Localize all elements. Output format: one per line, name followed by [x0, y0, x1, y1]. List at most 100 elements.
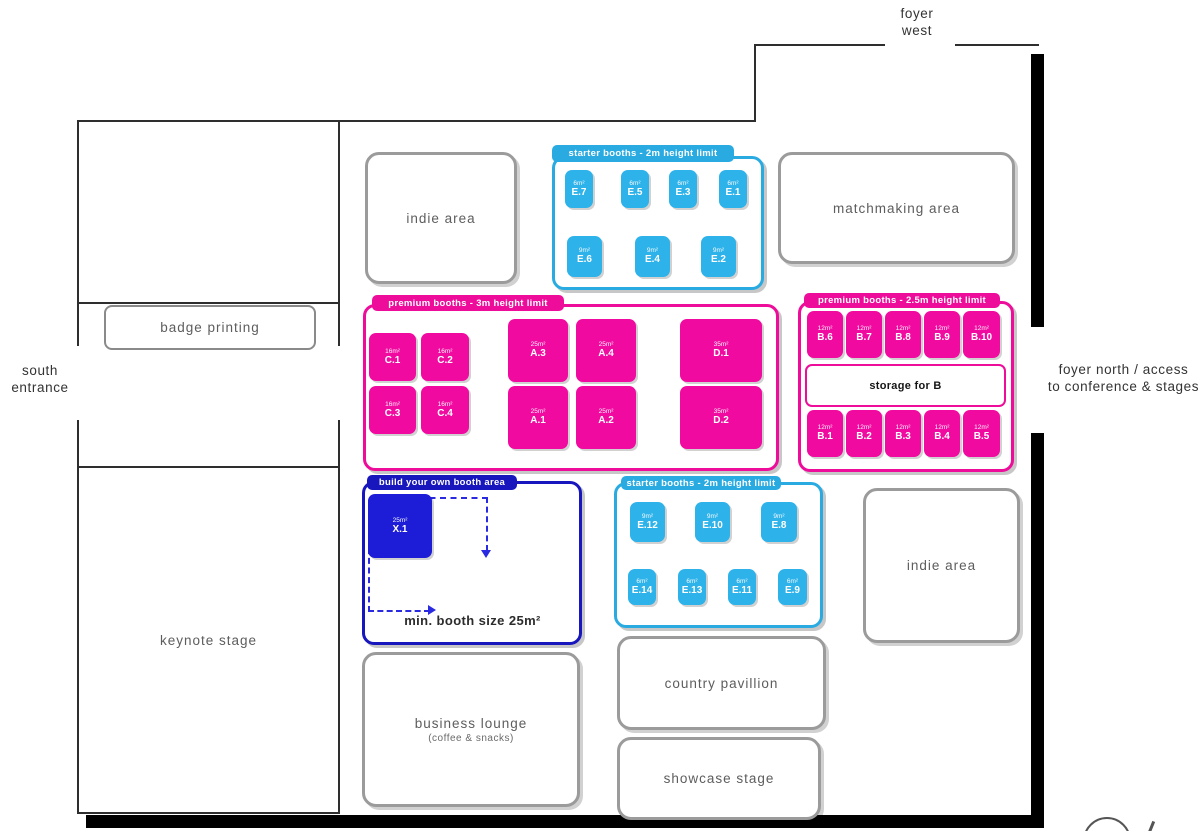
booth-id-label: E.3: [675, 186, 691, 198]
wall-east-upper: [1031, 54, 1044, 327]
wall-foyer-west-step: [754, 45, 756, 122]
booth-size-label: 9m²: [712, 247, 725, 255]
booth-id-label: A.4: [598, 348, 614, 360]
booth-size-label: 12m²: [856, 424, 872, 432]
booth-size-label: 6m²: [636, 577, 648, 585]
booth-id-label: E.10: [702, 519, 723, 531]
booth-size-label: 9m²: [578, 247, 591, 255]
business-lounge-label: business lounge: [414, 715, 528, 731]
booth-size-label: 12m²: [895, 325, 911, 333]
keynote-stage-label: keynote stage: [159, 632, 258, 648]
booth-id-label: E.2: [710, 254, 726, 266]
booth-id-label: D.2: [713, 415, 729, 427]
keynote-stage-room: keynote stage: [77, 466, 340, 814]
dashed-guide-left-bottom: [368, 500, 430, 612]
booth-id-label: E.13: [681, 584, 703, 596]
compass-icon: [1083, 817, 1131, 831]
booth-size-label: 35m²: [713, 408, 729, 416]
indie-area-east: indie area: [863, 488, 1020, 643]
booth-id-label: B.9: [934, 332, 950, 344]
booth-size-label: 25m²: [530, 408, 546, 416]
arrow-down-icon: [481, 550, 491, 558]
wall-east-lower: [1031, 433, 1044, 828]
booth-id-label: E.14: [631, 584, 653, 596]
business-lounge-sublabel: (coffee & snacks): [428, 732, 514, 744]
south-entrance-label: south entrance: [11, 363, 69, 395]
booth-size-label: 6m²: [736, 577, 748, 585]
booth-size-label: 6m²: [573, 179, 585, 187]
starter-booths-south-header: starter booths - 2m height limit: [621, 476, 781, 490]
booth-size-label: 12m²: [934, 424, 950, 432]
showcase-stage: showcase stage: [617, 737, 821, 820]
matchmaking-area: matchmaking area: [778, 152, 1015, 264]
booth-size-label: 6m²: [677, 179, 689, 187]
build-your-own-note: min. booth size 25m²: [404, 613, 541, 628]
booth-size-label: 12m²: [817, 424, 833, 432]
booth-size-label: 35m²: [713, 341, 729, 349]
indie-area-north-label: indie area: [406, 210, 476, 226]
wall-south: [86, 815, 1044, 828]
booth-size-label: 9m²: [641, 512, 654, 520]
booth-id-label: E.9: [784, 584, 800, 596]
wall-foyer-west-left: [754, 44, 885, 46]
booth-id-label: E.7: [571, 186, 587, 198]
booth-size-label: 12m²: [817, 325, 833, 333]
booth-id-label: C.4: [437, 407, 453, 419]
booth-size-label: 9m²: [646, 247, 659, 255]
booth-id-label: B.1: [817, 431, 833, 443]
booth-id-label: B.10: [970, 332, 993, 344]
booth-size-label: 16m²: [437, 400, 453, 408]
wall-inner-lower-stub: [338, 420, 340, 467]
booth-id-label: E.5: [627, 186, 643, 198]
starter-booths-north-header: starter booths - 2m height limit: [552, 145, 734, 162]
wall-badge-room-top: [77, 302, 340, 304]
booth-id-label: A.1: [530, 415, 546, 427]
wall-left-lower-stub: [77, 420, 79, 467]
booth-id-label: B.2: [856, 431, 872, 443]
booth-id-label: B.4: [934, 431, 950, 443]
wall-hall-top: [77, 120, 756, 122]
dashed-guide-top-right: [398, 497, 488, 551]
badge-printing-label: badge printing: [160, 320, 260, 335]
booth-size-label: 25m²: [530, 341, 546, 349]
booth-id-label: C.3: [384, 407, 401, 419]
build-your-own-header: build your own booth area: [367, 475, 517, 490]
foyer-north-label: foyer north / access to conference & sta…: [1047, 362, 1200, 394]
booth-id-label: B.6: [817, 332, 833, 344]
compass-needle-icon: [1147, 820, 1156, 831]
booth-id-label: B.3: [895, 431, 911, 443]
booth-id-label: E.6: [576, 254, 592, 266]
booth-id-label: E.12: [637, 519, 658, 531]
booth-id-label: E.4: [644, 254, 660, 266]
booth-id-label: C.1: [384, 354, 401, 366]
indie-area-north: indie area: [365, 152, 517, 284]
indie-area-east-label: indie area: [906, 558, 977, 573]
badge-printing: badge printing: [104, 305, 316, 350]
